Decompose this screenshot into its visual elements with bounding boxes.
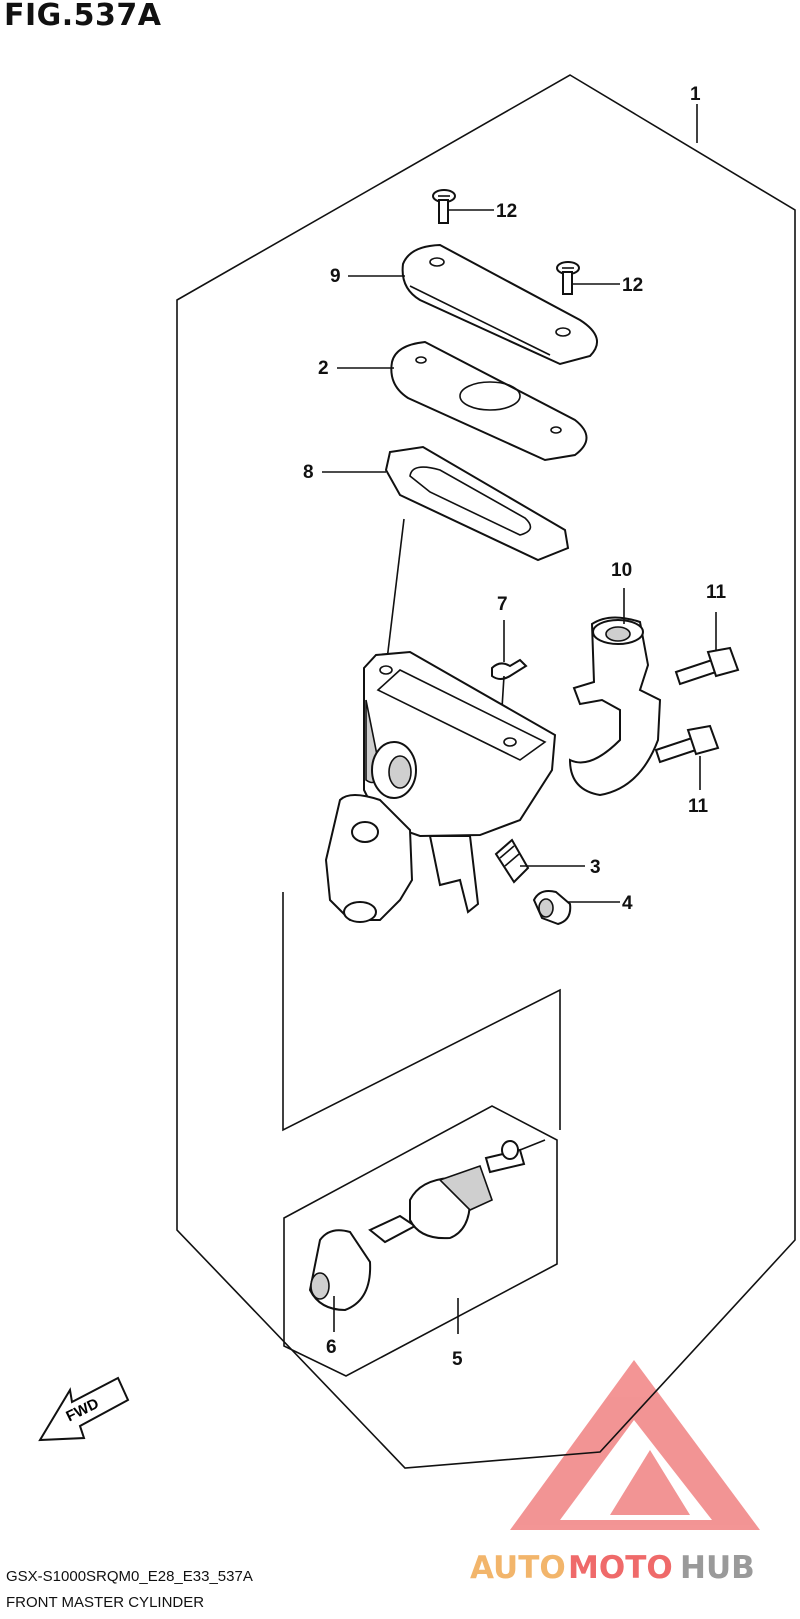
piston-set-5 — [282, 892, 561, 1377]
screw-12-right — [556, 261, 620, 295]
callout-10: 10 — [611, 560, 632, 581]
watermark-hub: HUB — [680, 1550, 755, 1586]
callout-9: 9 — [330, 266, 341, 287]
callout-6: 6 — [326, 1337, 337, 1358]
figure-caption: FRONT MASTER CYLINDER — [6, 1594, 205, 1611]
screw-12-top — [432, 189, 494, 224]
reservoir-plate-8 — [322, 445, 570, 669]
watermark-moto: MOTO — [568, 1550, 673, 1586]
callout-2: 2 — [318, 358, 329, 379]
callout-4: 4 — [622, 893, 633, 914]
watermark-logo — [510, 1360, 760, 1530]
callout-3: 3 — [590, 857, 601, 878]
watermark-auto: AUTO — [470, 1550, 566, 1586]
figure-title: FIG.537A — [4, 0, 162, 33]
watermark-text: AUTO MOTO HUB — [470, 1550, 755, 1586]
fwd-arrow: FWD — [38, 1376, 130, 1442]
master-cylinder-body — [324, 650, 557, 923]
callout-8: 8 — [303, 462, 314, 483]
figure-code: GSX-S1000SRQM0_E28_E33_537A — [6, 1568, 253, 1585]
logo-triangle-core — [610, 1450, 690, 1515]
bolt-11-bottom — [654, 724, 720, 790]
diaphragm-2 — [337, 340, 588, 462]
callout-11-bottom: 11 — [688, 796, 709, 817]
callout-7: 7 — [497, 594, 508, 615]
callout-11-top: 11 — [706, 582, 727, 603]
callout-1: 1 — [690, 84, 701, 105]
callout-12-right: 12 — [622, 275, 643, 296]
bleeder-cap-4 — [532, 890, 620, 926]
callout-5: 5 — [452, 1349, 463, 1370]
assembly-outline — [176, 74, 796, 1469]
holder-10 — [568, 588, 662, 797]
reservoir-cap-9 — [348, 243, 599, 366]
callout-12-top: 12 — [496, 201, 517, 222]
bleeder-3 — [494, 838, 585, 884]
bolt-11-top — [674, 612, 740, 686]
